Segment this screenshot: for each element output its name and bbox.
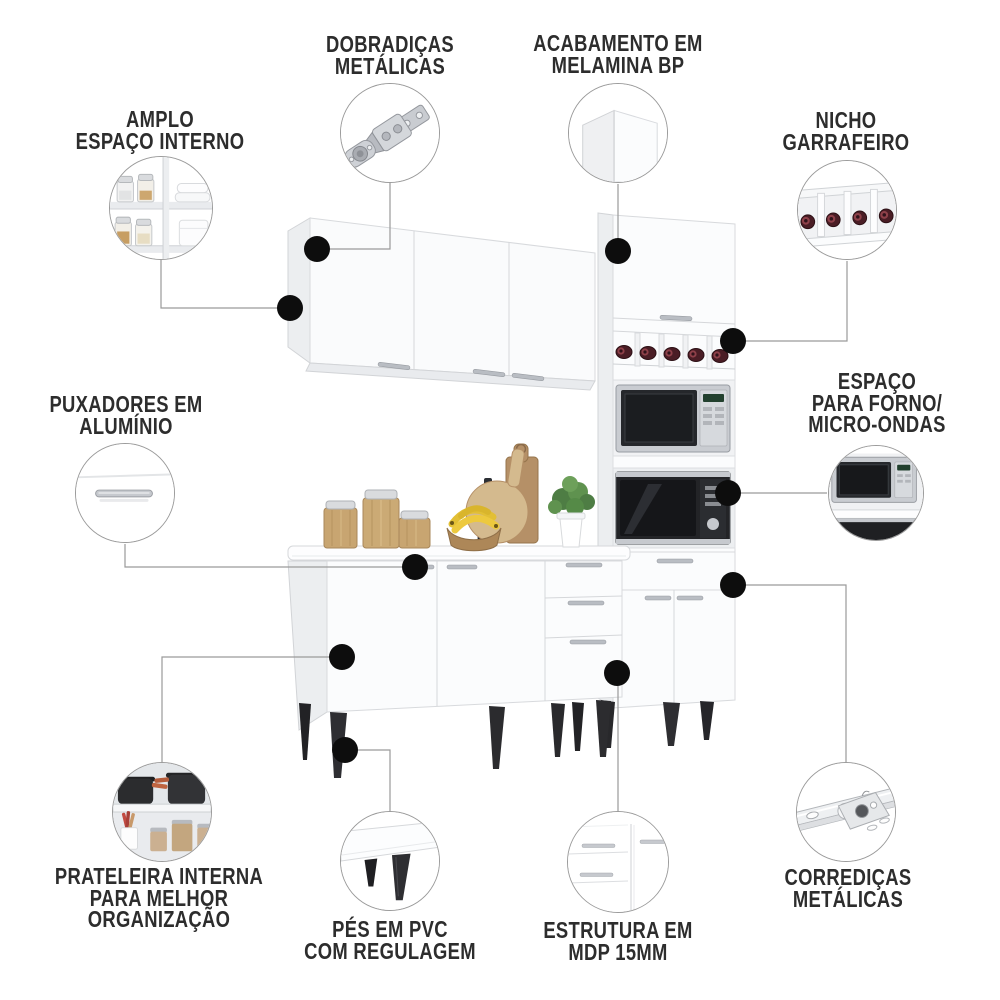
banana-bowl xyxy=(446,505,502,552)
thumb-pvc-feet-photo xyxy=(340,811,440,911)
label-line: MDP 15MM xyxy=(568,938,668,965)
label-line: PÉS EM PVC xyxy=(332,916,448,942)
thumb-bottle-rack-photo xyxy=(797,160,897,260)
thumb-metal-slide-photo xyxy=(796,762,896,862)
potted-plant xyxy=(548,476,595,548)
label-line: MICRO-ONDAS xyxy=(808,411,946,437)
thumb-interior-space-photo xyxy=(109,156,213,260)
label-line: DOBRADIÇAS xyxy=(326,31,454,57)
tower-doors xyxy=(644,590,704,703)
label-line: PRATELEIRA INTERNA xyxy=(54,863,264,889)
target-dot-pes xyxy=(332,737,358,763)
counter-decor xyxy=(323,443,595,552)
label-pes-pvc: PÉS EM PVC COM REGULAGEM xyxy=(304,916,476,964)
label-line: PARA MELHOR xyxy=(89,884,229,911)
lower-microwave xyxy=(615,471,731,545)
label-line: ESPAÇO xyxy=(837,368,917,394)
label-amplo-espaco: AMPLO ESPAÇO INTERNO xyxy=(75,106,245,154)
label-prateleira: PRATELEIRA INTERNA PARA MELHOR ORGANIZAÇ… xyxy=(54,863,264,932)
target-dot-acabamento xyxy=(605,238,631,264)
label-estrutura: ESTRUTURA EM MDP 15MM xyxy=(543,917,693,965)
lower-microwave-niche xyxy=(612,467,736,549)
wine-rack xyxy=(612,330,736,370)
label-acabamento: ACABAMENTO EM MELAMINA BP xyxy=(533,30,703,78)
label-forno-microondas: ESPAÇO PARA FORNO/ MICRO-ONDAS xyxy=(808,368,946,437)
target-dot-prateleira xyxy=(329,644,355,670)
thumb-mdp-structure-photo xyxy=(567,811,669,913)
target-dot-puxadores xyxy=(402,554,428,580)
leader-line-pes xyxy=(345,749,391,811)
leader-line-nicho xyxy=(733,261,848,342)
thumb-internal-shelf-photo xyxy=(112,762,212,862)
leader-line-puxadores xyxy=(124,544,415,568)
label-line: COM REGULAGEM xyxy=(304,937,476,964)
target-dot-amplo xyxy=(277,295,303,321)
label-nicho-garrafeiro: NICHO GARRAFEIRO xyxy=(782,107,910,155)
leader-line-amplo xyxy=(160,260,290,309)
label-line: ORGANIZAÇÃO xyxy=(87,906,231,932)
wine-rack-dividers xyxy=(634,332,713,370)
label-line: PUXADORES EM xyxy=(49,391,203,417)
label-line: PARA FORNO/ xyxy=(811,389,943,416)
label-line: ACABAMENTO EM xyxy=(533,30,703,56)
leader-line-corredicas xyxy=(733,584,847,762)
target-dot-estrutura xyxy=(604,660,630,686)
label-line: ESTRUTURA EM xyxy=(543,917,693,943)
target-dot-nicho xyxy=(720,328,746,354)
base-cabinet-front xyxy=(326,560,623,713)
base-cabinet xyxy=(287,545,631,778)
label-line: ESPAÇO INTERNO xyxy=(75,127,245,154)
wall-cabinet xyxy=(287,217,596,391)
thumb-aluminum-handle-photo xyxy=(75,443,175,543)
label-line: METÁLICAS xyxy=(334,52,446,79)
label-line: NICHO xyxy=(815,107,877,133)
upper-microwave xyxy=(615,384,731,453)
label-line: MELAMINA BP xyxy=(551,51,685,78)
label-line: METÁLICAS xyxy=(792,885,904,912)
thumb-oven-microwave-space-photo xyxy=(828,445,924,541)
label-line: CORREDIÇAS xyxy=(784,864,912,890)
thumb-melamine-finish-photo xyxy=(568,83,668,183)
canister-jars xyxy=(323,489,431,549)
target-dot-forno xyxy=(715,480,741,506)
leader-line-prateleira xyxy=(161,656,342,762)
wine-bottles xyxy=(615,345,729,363)
base-cabinet-seams xyxy=(436,561,623,707)
label-dobradicas: DOBRADIÇAS METÁLICAS xyxy=(326,31,454,79)
target-dot-dobradicas xyxy=(304,236,330,262)
thumb-metal-hinge-photo xyxy=(340,83,440,183)
target-dot-corredicas xyxy=(720,572,746,598)
label-line: GARRAFEIRO xyxy=(782,128,910,155)
label-puxadores: PUXADORES EM ALUMÍNIO xyxy=(49,391,203,439)
wall-cabinet-door-seams xyxy=(413,230,510,376)
wall-cabinet-handles xyxy=(377,361,545,382)
label-line: ALUMÍNIO xyxy=(79,412,173,439)
label-corredicas: CORREDIÇAS METÁLICAS xyxy=(784,864,912,912)
leader-line-dobradicas xyxy=(317,183,391,250)
label-line: AMPLO xyxy=(125,106,195,132)
upper-microwave-niche xyxy=(612,379,736,457)
tower-top-door xyxy=(612,314,736,325)
